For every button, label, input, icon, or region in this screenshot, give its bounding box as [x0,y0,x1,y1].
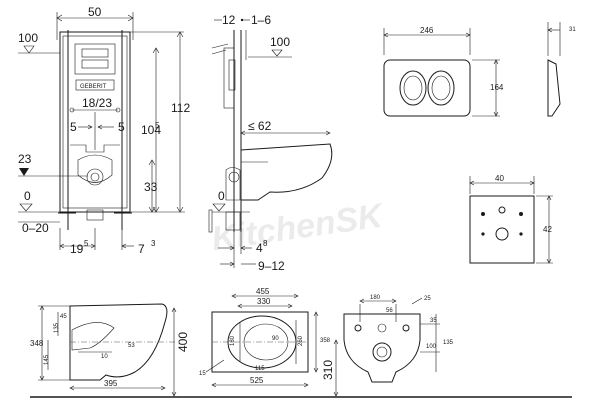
floor-range-label: 0–20 [22,221,49,235]
pad-width-label: 40 [495,174,504,183]
bowl-side-d1-label: 145 [44,354,50,365]
back-d3-label: 35 [430,318,437,324]
side-bottom-a-sup: 8 [263,239,268,248]
soundproof-pad: 40 42 [469,174,553,264]
frame-height-label: 104 [141,123,161,137]
top-d2-label: 90 [272,336,279,342]
bowl-height-400-dim: 400 [171,307,190,397]
total-height-label: 112 [171,101,190,115]
flush-plate-side: 31 [547,22,576,117]
back-spacing-label: 180 [370,295,381,301]
side-level-zero-label: 0 [218,189,225,203]
frame-front-view: 50 100 GEBERIT 18/23 5 5 [18,5,190,256]
offset-right-label: 5 [118,120,125,134]
width-right-label: 7 [138,242,145,256]
frame-side-view: 12 1–6 100 ≤ 62 0 [208,13,333,273]
height-310-label: 310 [321,360,335,380]
bowl-side-d4-label: 10 [101,354,108,360]
side-top-a-label: 12 [222,13,236,27]
plate-height-label: 164 [490,83,504,92]
frame-width-label: 50 [88,5,102,19]
bowl-top-view: 455 330 180 90 260 358 115 15 525 [199,287,331,388]
bowl-height-310-dim: 310 [321,339,339,397]
width-left-label: 19 [70,242,84,256]
height-400-label: 400 [176,332,190,352]
drain-height-label: 33 [144,180,158,194]
top-d3-label: 115 [255,366,265,372]
top-length-label: 525 [250,376,264,385]
level-100-label: 100 [18,31,38,45]
back-d1-label: 25 [424,296,431,302]
flush-plate-front: 246 164 [383,26,504,117]
watermark-text: KitchenSK [209,196,387,258]
bowl-side-d3-label: 53 [128,343,135,349]
back-d4-label: 100 [426,344,437,350]
width-left-sup: 5 [84,239,89,248]
brand-label: GEBERIT [80,84,107,90]
back-d2-label: 56 [386,308,393,314]
bowl-side-view: 348 145 135 45 53 10 395 [30,303,175,391]
side-bottom-b-label: 9–12 [258,259,285,273]
top-d4-label: 15 [199,371,206,377]
pad-height-label: 42 [543,225,552,234]
side-bottom-a-label: 4 [256,241,263,255]
bowl-side-mount-a-label: 45 [60,314,67,320]
top-depth-inner-label: 260 [298,335,304,346]
top-d1-label: 180 [230,335,236,346]
level-zero-label: 0 [24,189,31,203]
projection-label: ≤ 62 [248,119,272,133]
top-width-outer-label: 455 [256,287,270,296]
bowl-side-mount-b-label: 135 [54,322,60,333]
back-d5-label: 135 [443,340,454,346]
plate-width-label: 246 [420,26,434,35]
level-23-label: 23 [18,152,32,166]
top-width-inner-label: 330 [257,297,271,306]
plate-depth-label: 31 [569,27,576,33]
bowl-height-label: 348 [30,339,44,348]
bowl-length-label: 395 [104,379,118,388]
bolt-spacing-label: 18/23 [82,96,112,110]
top-depth-total-label: 358 [320,338,331,344]
frame-height-sup: 5 [155,121,160,130]
side-level-100-label: 100 [270,35,290,49]
offset-left-label: 5 [70,120,77,134]
bowl-back-view: 180 25 56 35 100 135 [343,295,454,383]
width-right-sup: 3 [151,239,156,248]
side-top-b-label: 1–6 [251,13,271,27]
